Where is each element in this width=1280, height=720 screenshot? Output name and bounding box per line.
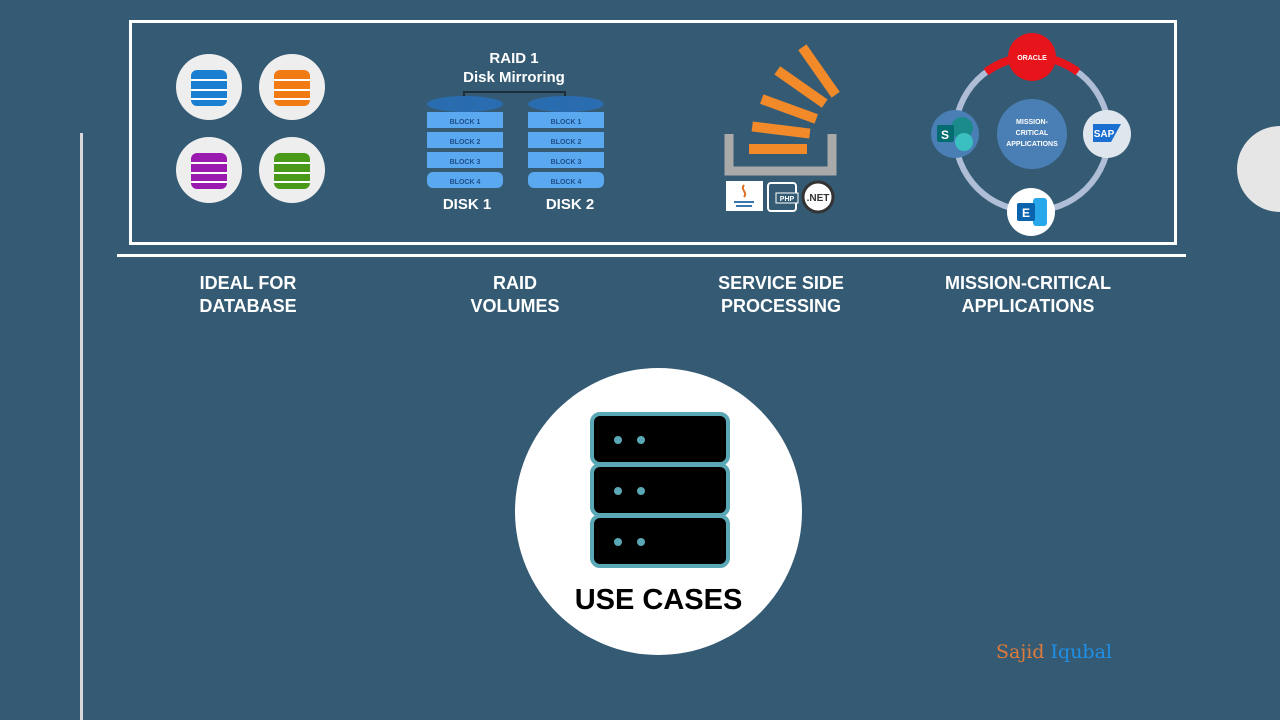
applications-ring: MISSION- CRITICAL APPLICATIONS ORACLE S …	[931, 33, 1131, 236]
dotnet-icon: .NET	[801, 180, 835, 214]
svg-text:BLOCK 3: BLOCK 3	[551, 159, 582, 166]
svg-text:S: S	[941, 128, 949, 142]
svg-text:MISSION-: MISSION-	[1016, 119, 1049, 126]
svg-text:APPLICATIONS: APPLICATIONS	[1006, 141, 1058, 148]
disk-1-icon: BLOCK 1 BLOCK 2 BLOCK 3 BLOCK 4	[427, 96, 503, 188]
use-cases-title: USE CASES	[574, 584, 743, 616]
oracle-icon: ORACLE	[1008, 33, 1056, 81]
database-icon-blue	[176, 54, 242, 120]
database-icons	[176, 54, 325, 203]
sharepoint-icon: S	[931, 110, 979, 158]
database-icon-orange	[259, 54, 325, 120]
exchange-icon: E	[1007, 188, 1055, 236]
java-icon	[726, 181, 763, 211]
raid-title: RAID 1	[489, 50, 538, 67]
disk-2-label: DISK 2	[546, 196, 594, 213]
svg-text:BLOCK 1: BLOCK 1	[551, 119, 582, 126]
disk-2-icon: BLOCK 1 BLOCK 2 BLOCK 3 BLOCK 4	[528, 96, 604, 188]
svg-text:SAP: SAP	[1094, 129, 1115, 140]
svg-text:.NET: .NET	[807, 193, 830, 204]
svg-text:BLOCK 4: BLOCK 4	[551, 179, 582, 186]
svg-text:BLOCK 2: BLOCK 2	[450, 139, 481, 146]
database-icon-purple	[176, 137, 242, 203]
php-icon: PHP	[767, 182, 799, 212]
raid-subtitle: Disk Mirroring	[463, 69, 565, 86]
svg-text:BLOCK 3: BLOCK 3	[450, 159, 481, 166]
stack-processing-icon	[724, 44, 840, 176]
database-icon-green	[259, 137, 325, 203]
images-frame	[129, 20, 1177, 245]
svg-text:PHP: PHP	[780, 196, 795, 203]
left-divider-line	[80, 133, 83, 720]
svg-text:ORACLE: ORACLE	[1017, 55, 1047, 62]
sap-icon: SAP	[1083, 110, 1131, 158]
svg-text:BLOCK 4: BLOCK 4	[450, 179, 481, 186]
author-signature: Sajid Iqubal	[996, 641, 1113, 663]
use-case-illustrations: RAID 1 Disk Mirroring BLOCK 1 BLOCK 2 BL…	[176, 33, 1131, 236]
svg-text:BLOCK 2: BLOCK 2	[551, 139, 582, 146]
disk-1-label: DISK 1	[443, 196, 491, 213]
svg-text:BLOCK 1: BLOCK 1	[450, 119, 481, 126]
svg-text:CRITICAL: CRITICAL	[1016, 130, 1049, 137]
server-icon	[590, 412, 730, 568]
svg-text:E: E	[1022, 206, 1030, 220]
center-node	[997, 99, 1067, 169]
horizontal-divider	[117, 254, 1186, 257]
